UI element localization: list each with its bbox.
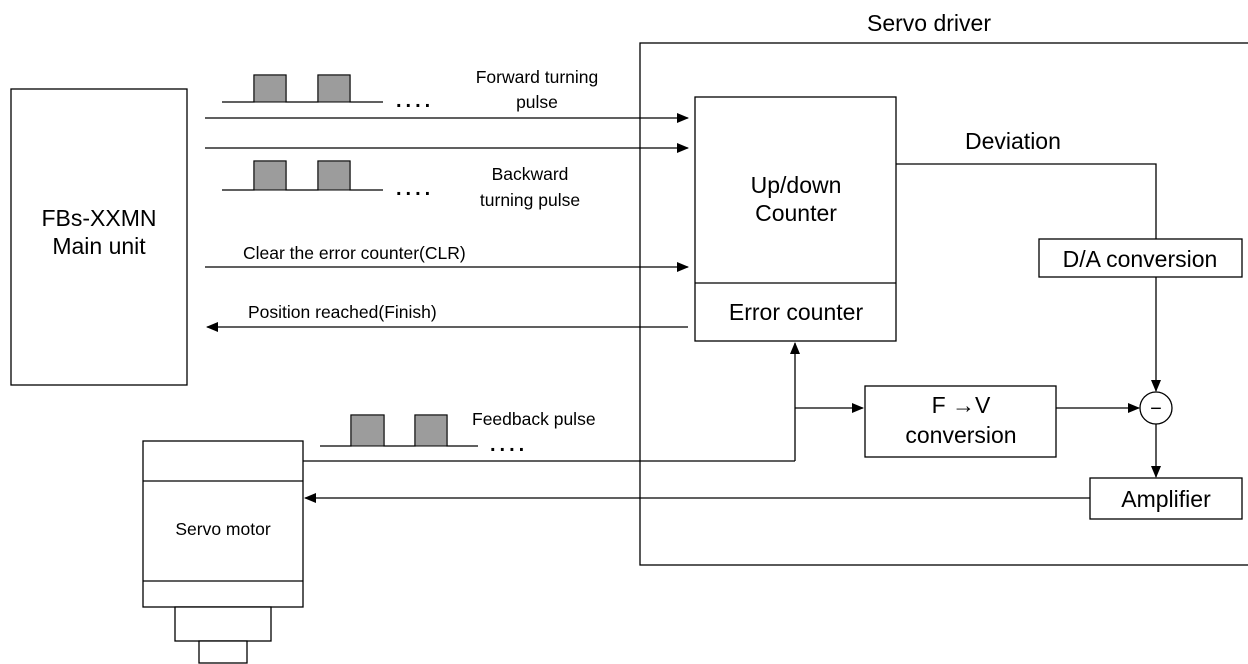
forward-ellipsis: .... [396,90,434,112]
feedback-pulse-train [320,414,478,447]
fv-label-1: F →V [932,392,991,418]
counter-label-1: Up/down [751,172,842,198]
servo-driver-title: Servo driver [867,10,991,36]
forward-pulse-train [222,74,383,103]
counter-label-2: Counter [755,200,837,226]
da-conversion-box [1038,238,1243,278]
main-unit-box [10,88,188,386]
error-counter-label: Error counter [729,299,864,325]
servo-motor [142,440,304,664]
amplifier-box [1089,477,1243,520]
deviation-line [896,163,1157,239]
main-unit-label-1: FBs-XXMN [42,205,157,231]
backward-turning-pulse-label-2: turning pulse [480,190,580,210]
up-down-counter-box [694,96,897,342]
fv-label-2: conversion [905,422,1016,448]
servo-motor-label: Servo motor [175,519,270,539]
clear-error-counter-label: Clear the error counter(CLR) [243,243,466,263]
amplifier-label: Amplifier [1121,486,1211,512]
backward-ellipsis: .... [396,178,434,200]
feedback-ellipsis: .... [490,434,528,456]
position-reached-label: Position reached(Finish) [248,302,437,322]
backward-turning-pulse-label-1: Backward [492,164,569,184]
main-unit-label-2: Main unit [52,233,146,259]
backward-pulse-train [222,160,383,191]
feedback-pulse-label: Feedback pulse [472,409,596,429]
forward-turning-pulse-label-1: Forward turning [476,67,599,87]
minus-sign: − [1150,398,1162,420]
deviation-label: Deviation [965,128,1061,154]
forward-turning-pulse-label-2: pulse [516,92,558,112]
fv-conversion-box [864,385,1057,458]
da-conversion-label: D/A conversion [1063,246,1218,272]
